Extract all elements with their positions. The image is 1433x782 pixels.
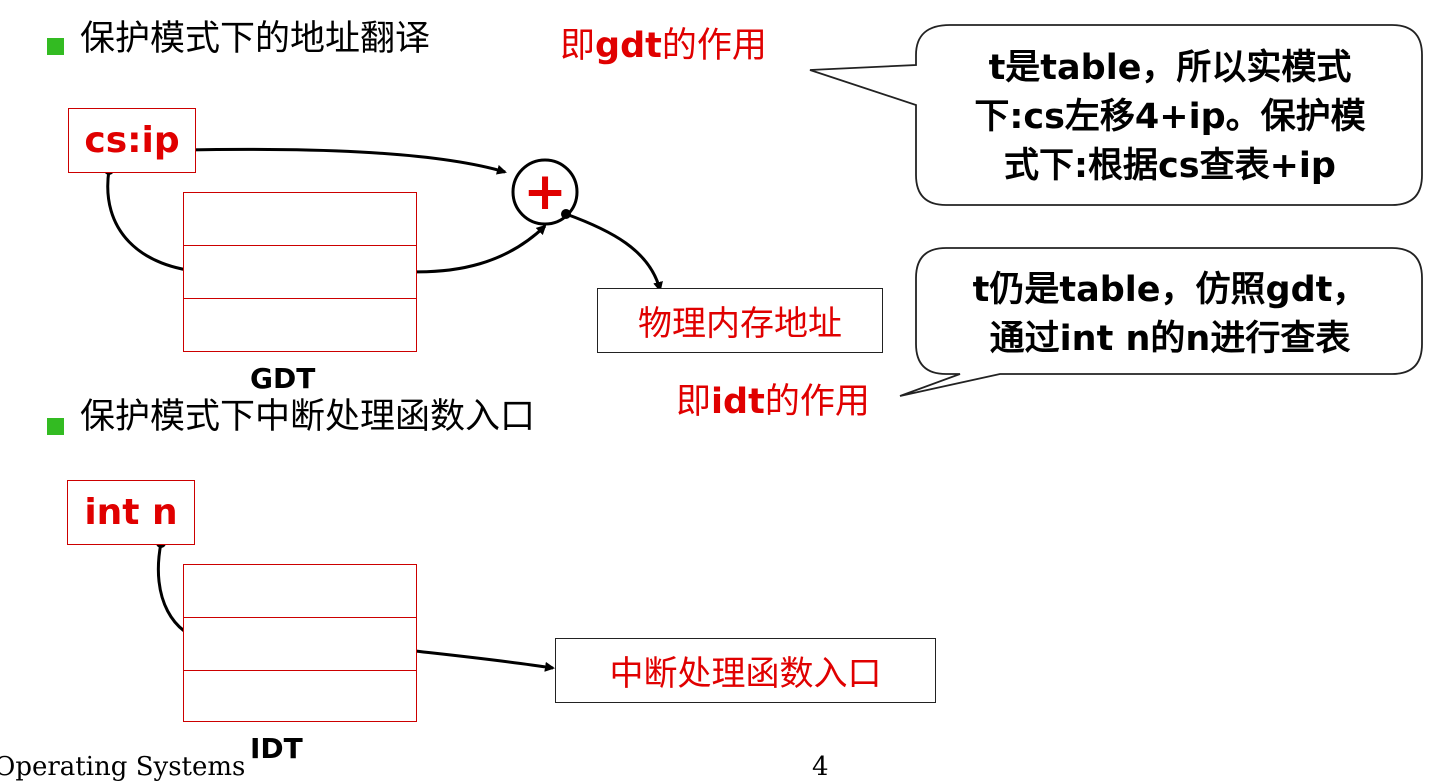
physical-address-box: 物理内存地址 <box>597 288 883 353</box>
adder-circle <box>511 158 579 226</box>
section1-heading: 保护模式下的地址翻译 <box>80 19 431 59</box>
idt-note: 即idt的作用 <box>676 382 870 422</box>
gdt-row <box>184 299 416 352</box>
gdt-row <box>184 246 416 299</box>
idt-row <box>184 565 416 618</box>
int-n-box: int n <box>67 480 195 545</box>
handler-entry-box: 中断处理函数入口 <box>555 638 936 703</box>
gdt-label: GDT <box>250 362 316 395</box>
idt-row <box>184 618 416 671</box>
section2-heading: 保护模式下中断处理函数入口 <box>80 397 536 437</box>
idt-label: IDT <box>250 732 303 765</box>
idt-table <box>183 564 417 722</box>
footer-page-number: 4 <box>812 752 829 782</box>
callout-text-1: t是table，所以实模式 下:cs左移4+ip。保护模 式下:根据cs查表+i… <box>974 48 1366 186</box>
callout-bubble-2 <box>899 247 1423 397</box>
gdt-note: 即gdt的作用 <box>560 26 767 66</box>
idt-row <box>184 671 416 724</box>
plus-icon: + <box>523 162 567 222</box>
bullet-icon <box>47 38 64 55</box>
cs-ip-box: cs:ip <box>68 108 196 173</box>
gdt-table <box>183 192 417 352</box>
callout-bubble-1 <box>809 24 1423 206</box>
gdt-row <box>184 193 416 246</box>
callout-text-2: t仍是table，仿照gdt， 通过int n的n进行查表 <box>972 270 1368 359</box>
bullet-icon <box>47 418 64 435</box>
footer-course-title: Operating Systems <box>0 752 246 782</box>
